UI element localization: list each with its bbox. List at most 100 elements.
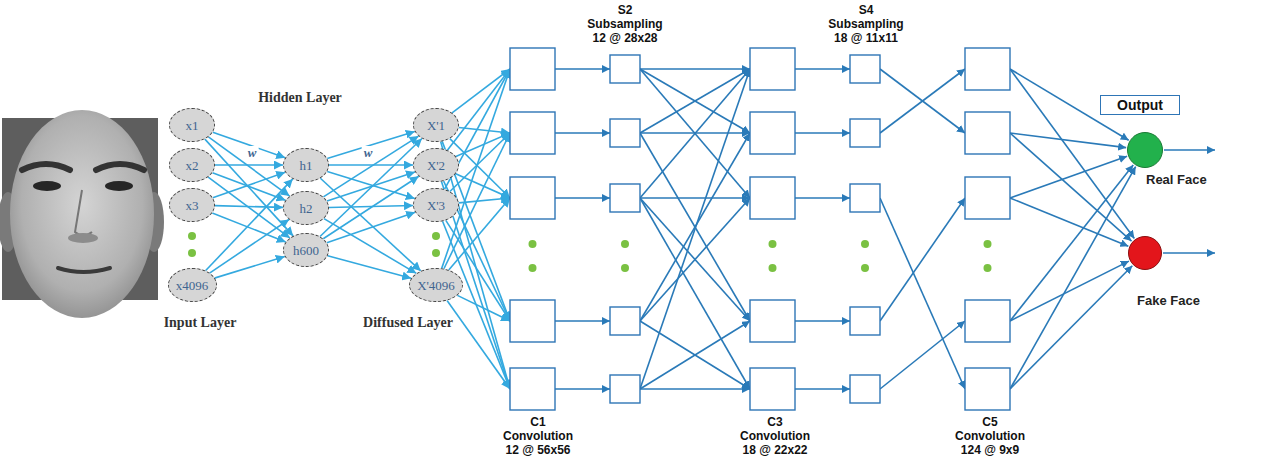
layer-label: Input Layer [164, 315, 237, 331]
ellipsis-dot [861, 264, 869, 272]
layout-connector [880, 69, 965, 133]
face-eye [105, 181, 133, 191]
feature-map-box [965, 368, 1010, 410]
feature-map-box [965, 300, 1010, 342]
layout-connector [1010, 133, 1132, 241]
feature-map-box [610, 307, 640, 335]
ellipsis-dot [188, 249, 196, 257]
layout-connector [880, 69, 965, 133]
input-neuron: x1 [169, 108, 215, 142]
layout-connector [795, 388, 850, 390]
layout-connector [880, 198, 965, 389]
feature-map-box [850, 119, 880, 147]
layout-connector [640, 321, 750, 389]
feature-map-box [510, 48, 555, 90]
feature-map-box [850, 307, 880, 335]
feature-map-box [750, 112, 795, 154]
weight-connection [208, 177, 290, 238]
ellipsis-dot [621, 240, 629, 248]
input-neuron: x2 [169, 148, 215, 182]
weight-connection [327, 212, 415, 243]
layout-connector [640, 69, 750, 133]
feature-map-box [750, 177, 795, 219]
layout-connector [1163, 252, 1215, 254]
diffused-neuron: X'4096 [409, 268, 463, 302]
weight-connection [323, 176, 419, 238]
output-label: Real Face [1146, 172, 1207, 187]
weight-connection [215, 164, 283, 166]
diffused-neuron: X'2 [413, 148, 459, 182]
ellipsis-dot [432, 232, 440, 240]
layout-connector [1010, 266, 1132, 389]
feature-maps [510, 48, 1010, 410]
weight-connection [215, 206, 283, 208]
node-text: x2 [186, 159, 199, 172]
feature-map-box [510, 177, 555, 219]
face-eye [33, 181, 61, 191]
stage-caption: S2 Subsampling 12 @ 28x28 [583, 4, 667, 45]
layout-connector [640, 388, 750, 390]
feature-map-box [750, 368, 795, 410]
layout-connector [555, 132, 610, 134]
diffused-neuron: X'1 [413, 108, 459, 142]
weight-connection [205, 139, 293, 236]
feature-map-box [850, 375, 880, 403]
ellipsis-dots [188, 232, 992, 272]
layout-connector [1010, 167, 1136, 389]
weight-connection [324, 219, 416, 274]
layout-connector [555, 388, 610, 390]
layout-connector [880, 321, 965, 389]
face-mouth [58, 268, 110, 272]
input-neuron: x3 [169, 188, 215, 222]
ellipsis-dot [432, 249, 440, 257]
layout-connector [1010, 133, 1126, 148]
hidden-neuron: h1 [283, 148, 329, 182]
layout-connector [640, 68, 750, 70]
feature-map-box [750, 48, 795, 90]
face-skin [10, 110, 154, 318]
layer-label: Diffused Layer [363, 315, 453, 331]
layout-connector [1164, 149, 1215, 151]
hidden-neuron: h2 [283, 191, 329, 225]
layout-connector [640, 69, 750, 133]
stage-caption: C5 Convolution 124 @ 9x9 [948, 416, 1032, 457]
layout-connector [640, 69, 750, 389]
weight-connection [210, 219, 289, 273]
layout-connector [640, 198, 750, 321]
feature-map-box [850, 55, 880, 83]
weight-label: w [362, 146, 375, 160]
output-label: Fake Face [1137, 293, 1200, 308]
node-text: x1 [186, 119, 199, 132]
layout-connector [447, 69, 510, 150]
node-text: X'3 [427, 199, 445, 212]
layout-connector [640, 198, 750, 321]
ellipsis-dot [769, 264, 777, 272]
ellipsis-dot [621, 264, 629, 272]
feature-map-box [965, 48, 1010, 90]
layout-connector [640, 197, 750, 199]
weight-connection [212, 173, 285, 201]
feature-map-box [510, 368, 555, 410]
feature-map-box [610, 184, 640, 212]
feature-map-box [750, 300, 795, 342]
face-nostrils [68, 233, 98, 243]
fake-face-output: Fake Face [1128, 236, 1162, 270]
feature-map-box [610, 55, 640, 83]
real-face-output: Real Face [1127, 132, 1163, 168]
layout-connector [1010, 156, 1127, 198]
feature-map-box [965, 112, 1010, 154]
feature-map-box [510, 112, 555, 154]
weight-connection [214, 257, 284, 279]
feature-map-links [441, 69, 1215, 389]
layout-connector [457, 295, 510, 321]
output-box: Output [1100, 95, 1180, 115]
feature-map-box [610, 375, 640, 403]
input-neuron: x4096 [168, 268, 217, 302]
node-text: X'2 [427, 159, 445, 172]
layout-connector [880, 198, 965, 321]
ellipsis-dot [529, 264, 537, 272]
node-text: Output [1117, 98, 1163, 112]
layout-connector [555, 320, 610, 322]
face-eyebrow [96, 164, 144, 170]
